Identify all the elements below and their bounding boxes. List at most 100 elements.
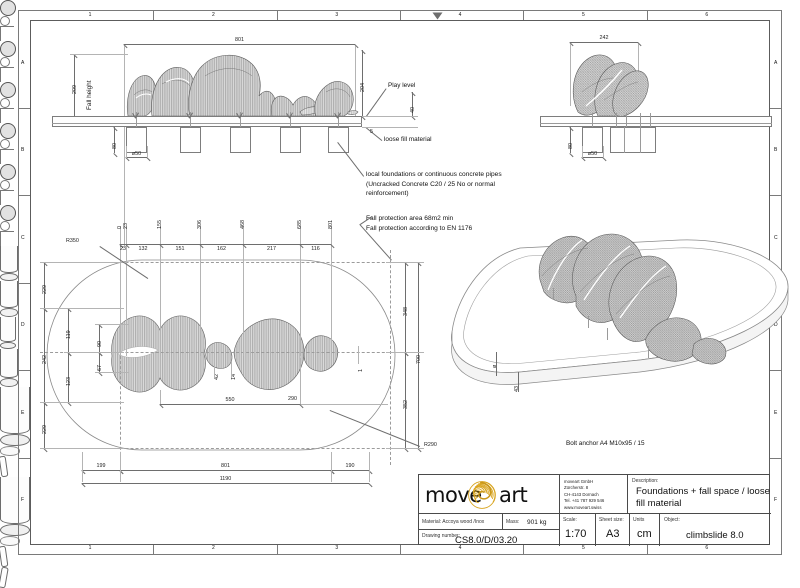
bolt-anchor-label: Bolt anchor A4 M10x95 / 15	[566, 440, 645, 447]
plan-centerline-h	[40, 352, 420, 353]
plan-bottom-ext-1	[120, 452, 121, 482]
plan-foundation-4	[0, 123, 16, 139]
plan-seg-dim-1: 132	[138, 246, 148, 252]
plan-chain-ext-3	[200, 226, 201, 356]
zone-left-B: B	[21, 147, 25, 154]
zone-tick-left-3	[18, 282, 30, 284]
plan-dim-center-label: 550	[225, 397, 235, 403]
plan-foundation-3	[0, 82, 16, 98]
zone-bottom-5: 5	[582, 545, 585, 551]
side-foundation-2	[610, 127, 656, 153]
plan-found-cross-v-2	[0, 68, 1, 82]
plan-290-line	[300, 404, 388, 405]
scale-value: 1:70	[565, 528, 587, 540]
side-sculpture	[572, 54, 649, 117]
company-web: www.moveart.swiss	[564, 504, 602, 510]
plan-dim-bottom-total-label: 1190	[219, 476, 232, 482]
plan-dim-bottom-1-label: 199	[96, 463, 106, 469]
foundation-post-2	[190, 112, 191, 127]
sheet-size-value: A3	[606, 528, 620, 540]
plan-found-cross-h-5	[0, 190, 14, 191]
plan-right-ext-3	[386, 448, 424, 449]
plan-seg-dim-2: 151	[175, 246, 185, 252]
iso-bolt-anchor-2-lug-b	[0, 566, 9, 588]
zone-bottom-6: 6	[705, 545, 709, 551]
drawing-number-label: Drawing number:	[422, 533, 461, 539]
plan-foundation-2	[0, 41, 16, 57]
plan-dim-center-line	[160, 404, 300, 405]
plan-left-ext-7	[95, 372, 129, 373]
side-post-5	[650, 113, 651, 127]
sheet-size-cell: Sheet size: A3	[595, 513, 629, 546]
object-value: climbslide 8.0	[686, 530, 744, 541]
foundation-note-line-1: local foundations or continuous concrete…	[366, 171, 502, 178]
plan-dim-left-2-line	[44, 308, 45, 402]
foundation-post-5	[338, 112, 339, 127]
zone-tick-bot-2	[276, 545, 278, 555]
zone-bottom-3: 3	[335, 545, 339, 551]
elev-dim-diameter-label: ø50	[131, 151, 142, 157]
foundation-note: local foundations or continuous concrete…	[366, 170, 502, 199]
zone-left-E: E	[21, 409, 25, 416]
mass-label: Mass:	[506, 519, 520, 525]
zone-right-E: E	[774, 409, 778, 416]
plan-foundation-inner-6	[0, 221, 10, 231]
iso-foundation-4-top	[0, 378, 18, 387]
zone-bottom-2: 2	[212, 545, 215, 551]
plan-foundation-5	[0, 164, 16, 180]
plan-dim-bottom-2-label: 801	[221, 463, 230, 469]
plan-centerline-v2	[390, 250, 391, 465]
moveart-logo: move	[423, 480, 541, 510]
foundation-block-4	[280, 127, 301, 153]
zone-tick-left-2	[18, 195, 30, 196]
zone-left-A: A	[21, 59, 25, 66]
elev-ext-right	[355, 46, 356, 122]
zone-right-C: C	[774, 234, 778, 241]
foundation-block-1	[126, 127, 147, 153]
elev-dim-ground: 5	[370, 129, 373, 135]
elev-fill-ext-top	[362, 116, 418, 117]
scale-label: Scale:	[563, 517, 577, 523]
company-street: Zürcherstr. 8	[564, 485, 589, 491]
sheet-size-label: Sheet size:	[599, 517, 624, 523]
iso-detail-dim-2-line	[518, 372, 519, 392]
logo-cell: move	[419, 475, 559, 513]
foundation-block-2	[180, 127, 201, 153]
zone-left-F: F	[21, 497, 25, 504]
units-label: Units	[633, 517, 645, 523]
zone-tick-left-4	[18, 370, 30, 371]
elev-dim-fallheight-line	[74, 54, 75, 116]
plan-dim-left-3-line	[44, 402, 45, 448]
zone-tick-top-1	[153, 10, 155, 20]
plan-seg-dim-0: 23	[120, 246, 126, 252]
zone-right-B: B	[774, 147, 778, 154]
side-dim-width-label: 242	[599, 35, 609, 41]
side-found-div-2	[640, 127, 641, 153]
zone-tick-top-5	[646, 10, 648, 20]
plan-chain-line	[120, 244, 331, 245]
plan-left-ext-4	[40, 448, 124, 449]
iso-foundation-3-body	[0, 316, 16, 342]
company-address-cell: moveart GmbH Zürcherstr. 8 CH-4143 Dorna…	[559, 475, 627, 513]
plan-dim-right-3-line	[405, 352, 406, 448]
iso-detail-dim-1-line	[496, 352, 497, 376]
side-post-3	[626, 113, 627, 127]
elev-fh-top	[70, 54, 128, 55]
plan-found-cross-h-2	[0, 67, 14, 68]
plan-dim-right-1-line	[405, 262, 406, 352]
plan-left-ext-3	[40, 402, 124, 403]
plan-seg-dim-5: 116	[311, 246, 320, 252]
side-dim-width-line	[570, 42, 638, 43]
plan-dim-bottom-total-line	[82, 483, 369, 484]
zone-top-3: 3	[335, 12, 339, 18]
side-dim-depth-line	[570, 127, 571, 153]
iso-bolt-anchor-1-rim-inner	[0, 446, 21, 456]
plan-bottom-ext-2	[331, 452, 332, 482]
foundation-note-line-3: reinforcement)	[366, 190, 409, 198]
plan-found-cross-v-4	[0, 150, 1, 164]
zone-right-D: D	[774, 322, 778, 329]
